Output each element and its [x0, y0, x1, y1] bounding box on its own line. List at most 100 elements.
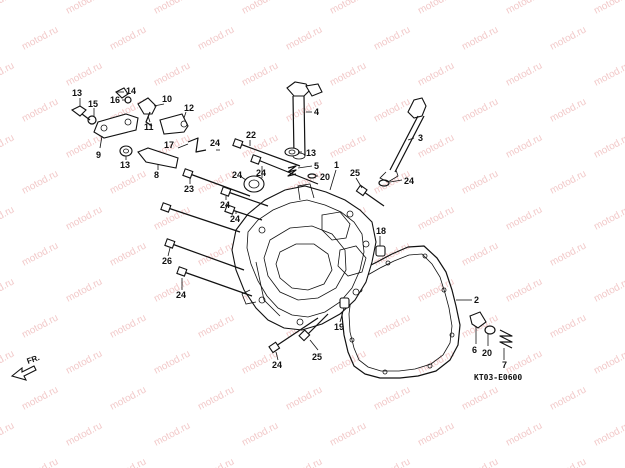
watermark-text: motod.ru	[108, 24, 148, 52]
callout-24-top: 22	[246, 130, 256, 140]
bolt-part-24-left-c	[224, 204, 263, 221]
oil-dipstick-part-3	[379, 97, 427, 183]
callout-24-left-c: 24	[230, 214, 240, 224]
callout-24-top-left: 24	[210, 138, 220, 148]
oil-seal-part-13-upper	[284, 147, 300, 157]
bolt-part-26	[164, 238, 245, 271]
watermark-text: motod.ru	[328, 0, 368, 17]
watermark-text: motod.ru	[416, 204, 456, 232]
watermark-text: motod.ru	[20, 168, 60, 196]
watermark-text: motod.ru	[416, 348, 456, 376]
watermark-text: motod.ru	[548, 312, 588, 340]
watermark-text: motod.ru	[152, 276, 192, 304]
watermark-text: motod.ru	[592, 276, 625, 304]
callout-6: 6	[472, 345, 477, 355]
watermark-text: motod.ru	[196, 96, 236, 124]
watermark-text: motod.ru	[592, 132, 625, 160]
watermark-text: motod.ru	[328, 132, 368, 160]
callout-20-lower: 19	[334, 322, 344, 332]
watermark-text: motod.ru	[0, 276, 16, 304]
watermark-text: motod.ru	[592, 348, 625, 376]
watermark-text: motod.ru	[460, 456, 500, 468]
callout-24-mid: 24	[256, 168, 266, 178]
watermark-text: motod.ru	[548, 456, 588, 468]
watermark-text: motod.ru	[504, 276, 544, 304]
leader-lines	[79, 91, 505, 361]
watermark-text: motod.ru	[548, 24, 588, 52]
arm-part-12	[159, 113, 189, 135]
callout-24-bottom: 24	[272, 360, 282, 370]
watermark-text: motod.ru	[240, 60, 280, 88]
callout-labels: 13 15 9 14 16 10 11 12 13 8 17 4 13 5 20…	[26, 86, 523, 382]
watermark-text: motod.ru	[0, 420, 16, 448]
callout-18: 16	[110, 95, 120, 105]
bolt-part-24-left-b	[220, 186, 269, 207]
callout-19: 17	[164, 140, 174, 150]
callout-8: 8	[154, 170, 159, 180]
callout-23: 13	[72, 88, 82, 98]
callout-12: 12	[184, 103, 194, 113]
callout-5: 5	[314, 161, 319, 171]
pin-part-6	[469, 311, 487, 329]
bolt-part-25-bottom	[298, 313, 329, 342]
watermark-text: motod.ru	[460, 384, 500, 412]
watermark-text: motod.ru	[284, 384, 324, 412]
callout-17: 15	[88, 99, 98, 109]
watermark-text: motod.ru	[416, 276, 456, 304]
callout-3: 3	[418, 133, 423, 143]
spring-part-5	[287, 165, 297, 177]
watermark-text: motod.ru	[20, 240, 60, 268]
crankcase-cover-part-1	[231, 183, 377, 331]
watermark-text: motod.ru	[196, 24, 236, 52]
watermark-text: motod.ru	[152, 348, 192, 376]
drawing-code: KT03-E0600	[474, 373, 522, 382]
callout-9: 9	[96, 150, 101, 160]
front-direction-arrow	[10, 365, 37, 381]
callout-2: 2	[474, 295, 479, 305]
watermark-text: motod.ru	[504, 204, 544, 232]
watermark-text: motod.ru	[328, 420, 368, 448]
bolt-part-25-right	[355, 184, 385, 207]
watermark-text: motod.ru	[548, 240, 588, 268]
watermark-text: motod.ru	[328, 60, 368, 88]
watermark-text: motod.ru	[64, 60, 104, 88]
watermark-text: motod.ru	[416, 420, 456, 448]
cam-part-11	[145, 111, 153, 127]
watermark-text: motod.ru	[152, 60, 192, 88]
spring-part-19	[187, 137, 207, 153]
watermark-text: motod.ru	[64, 420, 104, 448]
watermark-text: motod.ru	[20, 312, 60, 340]
washer-part-17	[87, 115, 97, 125]
watermark-text: motod.ru	[372, 312, 412, 340]
watermark-text: motod.ru	[372, 384, 412, 412]
callout-21: 20	[320, 172, 330, 182]
watermark-text: motod.ru	[504, 0, 544, 17]
spring-part-7	[499, 329, 513, 349]
callout-20-upper: 18	[376, 226, 386, 236]
callout-26: 26	[162, 256, 172, 266]
watermark-text: motod.ru	[416, 60, 456, 88]
callout-13-lower: 13	[120, 160, 130, 170]
o-ring-part-15	[378, 179, 390, 187]
callout-24-left-b: 24	[220, 200, 230, 210]
lever-part-10	[137, 97, 157, 115]
dowel-part-20-upper	[375, 245, 386, 257]
watermark-text: motod.ru	[240, 0, 280, 17]
watermark-text: motod.ru	[20, 24, 60, 52]
dowel-part-20-lower	[339, 297, 350, 309]
callout-4: 4	[314, 107, 319, 117]
watermark-text: motod.ru	[504, 60, 544, 88]
bracket-part-9	[93, 113, 139, 139]
watermark-text: motod.ru	[108, 456, 148, 468]
watermark-text: motod.ru	[504, 132, 544, 160]
direction-label: FR.	[26, 353, 41, 366]
watermark-text: motod.ru	[284, 24, 324, 52]
watermark-text: motod.ru	[152, 204, 192, 232]
watermark-text: motod.ru	[108, 384, 148, 412]
callout-16: 14	[126, 86, 136, 96]
bolt-part-24-top	[232, 138, 301, 167]
bolt-part-24-left-d	[160, 202, 241, 233]
bolt-part-24-bottom	[268, 317, 319, 354]
callout-22: 20	[482, 348, 492, 358]
